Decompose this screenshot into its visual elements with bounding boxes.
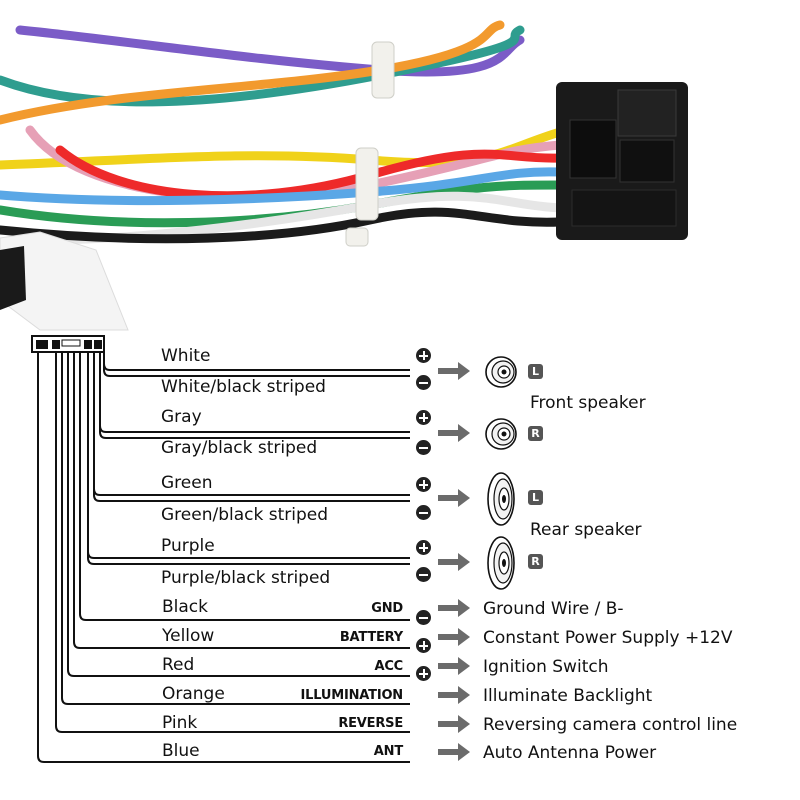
wire-line <box>99 352 410 439</box>
speaker-icons <box>485 356 517 590</box>
wiring-harness-photo <box>0 20 688 331</box>
harness-wires <box>0 20 565 245</box>
description-antenna: Auto Antenna Power <box>483 743 657 763</box>
diagram-connector <box>31 335 105 353</box>
arrow-right-icon <box>438 657 470 675</box>
plus-sign-icon <box>416 348 431 363</box>
plus-sign-icon <box>416 410 431 425</box>
rear-speaker-label: Rear speaker <box>530 520 642 540</box>
wire-line <box>55 352 410 733</box>
harness-wire <box>55 145 565 201</box>
arrow-right-icon <box>438 628 470 646</box>
right-badge: R <box>528 426 543 441</box>
function-label-acc: ACC <box>374 659 403 674</box>
wire-line <box>73 352 410 649</box>
function-label-battery: BATTERY <box>339 630 403 645</box>
wire-label-pink: Pink <box>162 713 198 733</box>
wire-line <box>93 352 410 496</box>
harness-wire <box>15 25 525 77</box>
wire-label-white-black: White/black striped <box>161 377 326 397</box>
function-label-ant: ANT <box>373 744 403 759</box>
plus-sign-icon <box>416 540 431 555</box>
arrow-right-icon <box>438 424 470 442</box>
wire-label-orange: Orange <box>162 684 225 704</box>
harness-wire <box>0 167 565 206</box>
wire-line <box>87 352 410 565</box>
wire-line <box>103 352 410 377</box>
wire-label-blue: Blue <box>162 741 200 761</box>
left-badge: L <box>528 490 543 505</box>
function-label-gnd: GND <box>371 601 403 616</box>
wire-label-green-black: Green/black striped <box>161 505 329 525</box>
description-backlight: Illuminate Backlight <box>483 686 653 706</box>
wire-label-white: White <box>161 346 211 366</box>
wire-label-gray-black: Gray/black striped <box>161 438 318 458</box>
plus-sign-icon <box>416 666 431 681</box>
arrow-right-icon <box>438 553 470 571</box>
function-label-reverse: REVERSE <box>338 716 403 731</box>
wire-line <box>93 352 410 502</box>
arrow-right-icon <box>438 489 470 507</box>
description-ground: Ground Wire / B- <box>483 599 624 619</box>
minus-sign-icon <box>416 610 431 625</box>
front-speaker-label: Front speaker <box>530 393 646 413</box>
arrow-right-icon <box>438 362 470 380</box>
plus-sign-icon <box>416 638 431 653</box>
wire-label-purple: Purple <box>161 536 215 556</box>
left-badge: L <box>528 364 543 379</box>
minus-sign-icon <box>416 505 431 520</box>
function-label-illumination: ILLUMINATION <box>300 688 404 703</box>
arrow-right-icon <box>438 715 470 733</box>
cable-tie <box>371 41 395 99</box>
wire-line <box>67 352 410 677</box>
wire-label-green: Green <box>161 473 213 493</box>
wire-line <box>79 352 410 621</box>
arrow-right-icon <box>438 599 470 617</box>
diagram-wire-lines <box>37 352 410 763</box>
description-constant-power: Constant Power Supply +12V <box>483 628 733 648</box>
cable-tie <box>345 227 369 247</box>
wire-label-gray: Gray <box>161 407 202 427</box>
minus-sign-icon <box>416 375 431 390</box>
minus-sign-icon <box>416 440 431 455</box>
minus-sign-icon <box>416 567 431 582</box>
plus-sign-icon <box>416 477 431 492</box>
arrow-right-icon <box>438 743 470 761</box>
harness-wire <box>0 207 565 244</box>
wire-label-red: Red <box>162 655 195 675</box>
wire-label-black: Black <box>162 597 208 617</box>
description-ignition: Ignition Switch <box>483 657 609 677</box>
harness-connector <box>556 82 688 240</box>
wire-label-yellow: Yellow <box>162 626 215 646</box>
wire-line <box>37 352 410 763</box>
speaker-icon <box>485 418 517 450</box>
harness-wire <box>0 25 525 107</box>
harness-wire <box>0 20 505 125</box>
harness-sleeve <box>0 231 129 331</box>
right-badge: R <box>528 554 543 569</box>
wire-line <box>61 352 410 705</box>
speaker-icon <box>485 356 517 388</box>
wire-label-purple-black: Purple/black striped <box>161 568 331 588</box>
wire-line <box>103 352 410 371</box>
speaker-icon <box>487 536 515 590</box>
cable-tie <box>355 147 379 221</box>
arrow-right-icon <box>438 686 470 704</box>
speaker-icon <box>487 472 515 526</box>
description-reverse-camera: Reversing camera control line <box>483 715 738 735</box>
